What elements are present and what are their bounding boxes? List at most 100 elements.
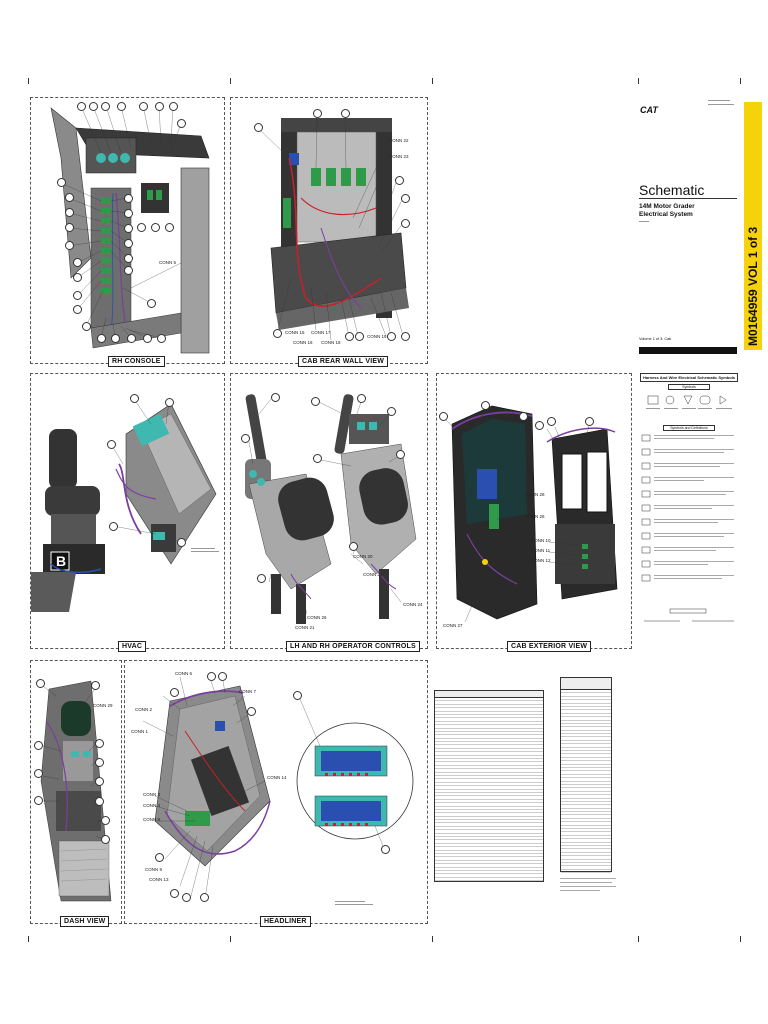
headliner-illustration xyxy=(142,676,414,900)
callout xyxy=(155,102,164,111)
connector-label: CONN 20 xyxy=(353,554,373,559)
callout xyxy=(157,334,166,343)
table-row xyxy=(561,843,611,846)
table-row xyxy=(561,812,611,816)
table-row xyxy=(435,725,543,729)
table-row xyxy=(435,715,543,719)
table-row xyxy=(561,744,611,748)
table-row xyxy=(435,834,543,838)
callout xyxy=(151,223,160,232)
table-row xyxy=(561,832,611,836)
divider xyxy=(639,221,649,222)
callout xyxy=(182,893,191,902)
callout xyxy=(97,334,106,343)
connector-label: CONN 21 xyxy=(295,625,315,630)
callout xyxy=(585,417,594,426)
connector-table-right xyxy=(560,677,612,874)
table-row xyxy=(435,722,543,726)
callout xyxy=(95,739,104,748)
table-row xyxy=(561,727,611,731)
callout xyxy=(535,421,544,430)
table-row xyxy=(435,793,543,797)
view-of-area-note xyxy=(335,899,375,907)
table-row xyxy=(561,860,611,863)
table-row xyxy=(435,823,543,827)
table-row xyxy=(561,822,611,826)
doc-number xyxy=(708,98,738,108)
operator-controls-illustration xyxy=(245,394,417,624)
table-row xyxy=(435,786,543,790)
connector-label: CONN 26 xyxy=(307,615,327,620)
callout xyxy=(107,440,116,449)
callout xyxy=(89,102,98,111)
callout xyxy=(271,393,280,402)
connector-label: CONN 12 xyxy=(531,558,551,563)
panel-hvac: B xyxy=(30,373,225,649)
callout xyxy=(381,845,390,854)
table-row xyxy=(435,779,543,783)
connector-table-left xyxy=(434,690,544,882)
title-bar xyxy=(639,347,737,354)
table-row xyxy=(435,800,543,804)
table-row xyxy=(435,752,543,756)
connector-label: CONN 6 xyxy=(175,671,193,676)
callout xyxy=(481,401,490,410)
table-row xyxy=(435,759,543,763)
callout xyxy=(396,450,405,459)
table-row xyxy=(435,796,543,800)
table-row xyxy=(435,871,543,875)
callout xyxy=(77,102,86,111)
table-row xyxy=(561,734,611,738)
callout xyxy=(101,835,110,844)
callout xyxy=(165,398,174,407)
callout xyxy=(355,332,364,341)
callout xyxy=(101,816,110,825)
table-row xyxy=(435,783,543,787)
crop-mark xyxy=(740,936,741,942)
table-row xyxy=(435,837,543,841)
connector-label: CONN 25 xyxy=(363,572,383,577)
callout xyxy=(218,672,227,681)
callout xyxy=(109,522,118,531)
callout xyxy=(293,691,302,700)
table-row xyxy=(561,870,611,874)
connector-label: CONN 10 xyxy=(531,538,551,543)
table-row xyxy=(561,690,611,694)
volume-note: Volume 1 of 3: Cab xyxy=(639,337,672,341)
callout xyxy=(34,769,43,778)
connector-label: CONN 29 xyxy=(93,703,113,708)
table-row xyxy=(561,754,611,758)
table-row xyxy=(435,732,543,736)
crop-mark xyxy=(230,78,231,84)
table-row xyxy=(561,710,611,714)
table-row xyxy=(561,815,611,819)
table-row xyxy=(435,803,543,807)
crop-mark xyxy=(432,78,433,84)
callout xyxy=(124,194,133,203)
callout xyxy=(357,394,366,403)
panel-headliner: CONN 6 CONN 7 CONN 2 CONN 1 CONN 3 CONN … xyxy=(124,660,428,924)
connector-label: CONN 7 xyxy=(239,689,257,694)
table-row xyxy=(435,827,543,831)
table-row xyxy=(561,704,611,707)
table-row xyxy=(561,778,611,782)
panel-label-dash: DASH VIEW xyxy=(60,916,110,927)
panel-label-rh-console: RH CONSOLE xyxy=(108,356,165,367)
callout xyxy=(257,574,266,583)
table-row xyxy=(435,857,543,861)
table-row xyxy=(561,853,611,857)
legend-title: Harness And Wire Electrical Schematic Sy… xyxy=(640,373,738,382)
table-rows xyxy=(435,698,543,882)
callout xyxy=(124,254,133,263)
callout xyxy=(65,241,74,250)
table-row xyxy=(561,724,611,728)
table-row xyxy=(561,693,611,697)
cab-rear-wall-illustration xyxy=(257,115,409,341)
table-header xyxy=(561,678,611,690)
legend-definitions xyxy=(641,434,734,622)
callout xyxy=(117,102,126,111)
cab-exterior-illustration xyxy=(444,405,618,623)
callout xyxy=(65,223,74,232)
callout xyxy=(139,102,148,111)
table-row xyxy=(561,836,611,840)
